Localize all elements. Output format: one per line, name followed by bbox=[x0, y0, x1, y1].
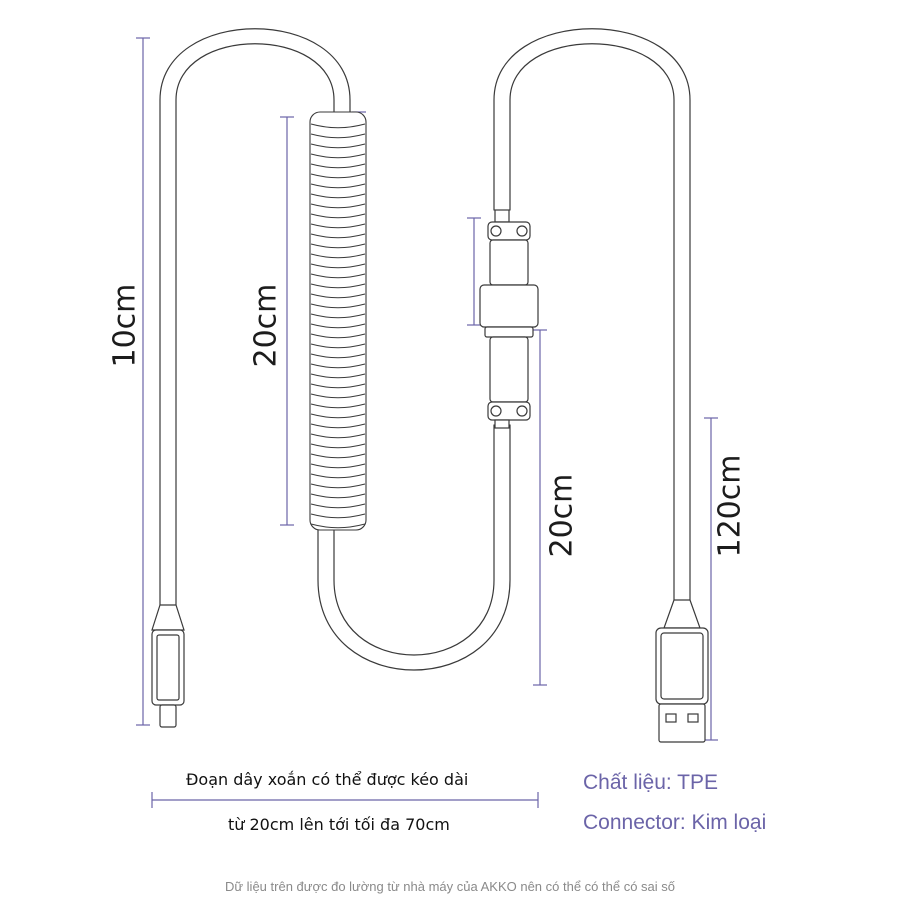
coil-turn bbox=[310, 503, 366, 509]
coil-turn bbox=[310, 133, 366, 139]
usb-c-connector bbox=[151, 604, 185, 728]
coil-turn bbox=[310, 413, 366, 419]
spec-connector: Connector: Kim loại bbox=[583, 811, 767, 834]
coil-turn bbox=[310, 193, 366, 199]
coil-turn bbox=[310, 313, 366, 319]
coil-turn bbox=[310, 143, 366, 149]
coil-turn bbox=[310, 233, 366, 239]
dimension-label-right: 120cm bbox=[712, 454, 748, 558]
coil-turn bbox=[310, 273, 366, 279]
coil-turn bbox=[310, 223, 366, 229]
coil-turn bbox=[310, 343, 366, 349]
coil-turn bbox=[310, 383, 366, 389]
dimension-label-connector: 20cm bbox=[544, 473, 580, 558]
coil-turn bbox=[310, 443, 366, 449]
usb-a-connector bbox=[655, 599, 709, 743]
spec-material: Chất liệu: TPE bbox=[583, 771, 719, 794]
coil-turn bbox=[310, 513, 366, 519]
coil-turn bbox=[310, 283, 366, 289]
coil-turn bbox=[310, 363, 366, 369]
coil-turn bbox=[310, 423, 366, 429]
coil-turn bbox=[310, 323, 366, 329]
coil-turn bbox=[310, 183, 366, 189]
caption-line-1: Đoạn dây xoắn có thể được kéo dài bbox=[186, 770, 469, 789]
coil-turn bbox=[310, 353, 366, 359]
coil-turn bbox=[310, 373, 366, 379]
coil-turn bbox=[310, 453, 366, 459]
aviator-connector bbox=[479, 209, 539, 429]
coil-turn bbox=[310, 253, 366, 259]
coil-turn bbox=[310, 433, 366, 439]
coil-turn bbox=[310, 493, 366, 499]
coil-turn bbox=[310, 303, 366, 309]
coil-turn bbox=[310, 203, 366, 209]
coil-turn bbox=[310, 263, 366, 269]
coil-turn bbox=[310, 403, 366, 409]
caption-line-2: từ 20cm lên tới tối đa 70cm bbox=[228, 815, 450, 834]
coil-turn bbox=[310, 123, 366, 129]
coil-turn bbox=[310, 213, 366, 219]
coil-turn bbox=[310, 163, 366, 169]
cable-outline bbox=[159, 28, 691, 671]
coil-turn bbox=[310, 153, 366, 159]
dimension-label-coil: 20cm bbox=[248, 283, 284, 368]
dimension-label-left: 10cm bbox=[107, 283, 143, 368]
coil-turn bbox=[310, 393, 366, 399]
coil-turns bbox=[310, 123, 366, 529]
dimension-lines bbox=[136, 37, 718, 808]
coil-turn bbox=[310, 173, 366, 179]
coil-turn bbox=[310, 523, 366, 529]
coil-turn bbox=[310, 243, 366, 249]
coil-turn bbox=[310, 483, 366, 489]
coil-turn bbox=[310, 333, 366, 339]
coil-turn bbox=[310, 473, 366, 479]
coil-turn bbox=[310, 293, 366, 299]
footer-disclaimer: Dữ liệu trên được đo lường từ nhà máy củ… bbox=[224, 879, 676, 894]
coil-turn bbox=[310, 463, 366, 469]
